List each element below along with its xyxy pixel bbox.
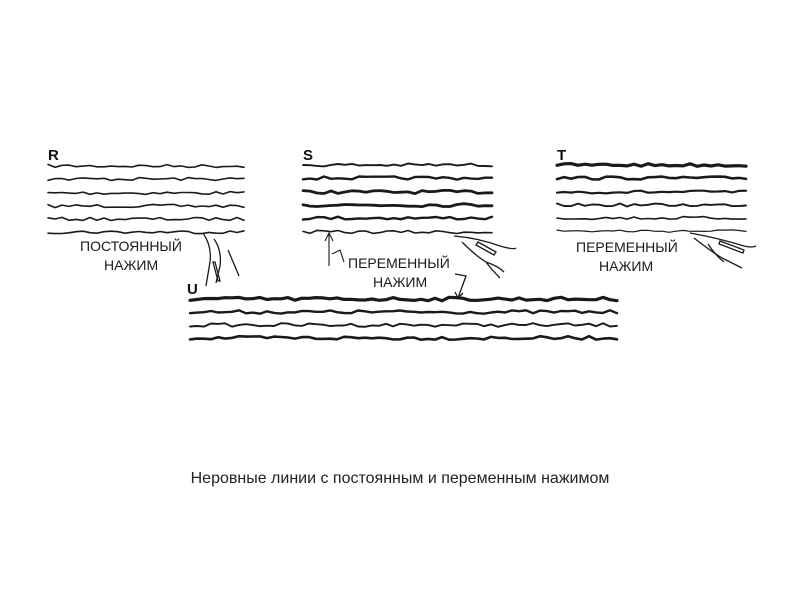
- panel-u-line-1: [188, 295, 619, 303]
- figure-caption: Неровные линии с постоянным и переменным…: [190, 470, 610, 487]
- panel-r-line-4: [47, 203, 245, 209]
- panel-r-letter: R: [48, 147, 59, 164]
- panel-u-letter: U: [187, 281, 198, 298]
- panel-t-line-1: [555, 162, 748, 168]
- panel-s-line-1: [302, 162, 493, 168]
- panel-t-label-line2: НАЖИМ: [599, 258, 653, 274]
- hand-holding-pen-icon: [453, 235, 517, 279]
- panel-t-line-3: [555, 189, 748, 195]
- panel-s-line-5: [301, 215, 494, 221]
- panel-s-line-3: [301, 189, 494, 195]
- panel-r-line-5: [47, 216, 245, 222]
- panel-s-label-line2: НАЖИМ: [373, 274, 427, 290]
- panel-s-line-4: [301, 202, 494, 208]
- panel-t-label-line1: ПЕРЕМЕННЫЙ: [576, 238, 678, 255]
- panel-r-line-2: [47, 176, 245, 182]
- panel-r-lines: [47, 163, 245, 235]
- panel-r-label-line1: ПОСТОЯННЫЙ: [80, 237, 182, 254]
- hand-holding-pen-icon: [202, 232, 240, 287]
- panel-t-line-2: [555, 175, 748, 181]
- panel-r-label-line2: НАЖИМ: [104, 257, 158, 273]
- panel-t-letter: T: [557, 147, 566, 164]
- panel-s-line-6: [302, 229, 493, 235]
- panel-u-line-2: [188, 309, 619, 315]
- panel-s-letter: S: [303, 147, 313, 164]
- panel-t-line-4: [556, 202, 747, 208]
- panel-u-line-3: [189, 322, 618, 328]
- arrow-up-icon: [324, 231, 345, 266]
- panel-s-line-2: [301, 175, 494, 181]
- hand-holding-pen-icon: [689, 232, 757, 269]
- panel-r-line-3: [47, 190, 245, 196]
- panel-r: R ПОСТОЯННЫЙ НАЖИМ: [47, 147, 245, 287]
- panel-s-lines: [301, 162, 494, 235]
- panel-t-lines: [555, 162, 748, 233]
- panel-u: U: [187, 273, 619, 341]
- panel-s: S ПЕРЕМЕННЫЙ НАЖИМ: [301, 147, 517, 290]
- panel-s-label-line1: ПЕРЕМЕННЫЙ: [348, 254, 450, 271]
- panel-r-line-6: [47, 230, 245, 235]
- pointer-arrow-icon: [454, 273, 467, 300]
- panel-t: T ПЕРЕМЕННЫЙ НАЖИМ: [555, 147, 757, 274]
- panel-u-line-4: [188, 334, 619, 341]
- panel-t-line-5: [556, 215, 747, 221]
- panel-t-line-6: [556, 229, 747, 233]
- panel-u-lines: [188, 295, 619, 341]
- panel-r-line-1: [47, 163, 245, 169]
